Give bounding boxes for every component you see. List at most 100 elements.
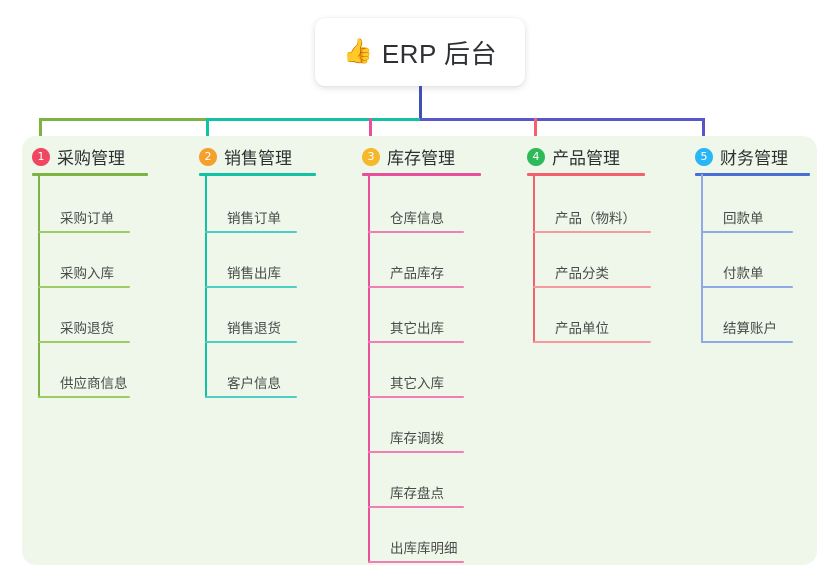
column-header-rule xyxy=(695,173,810,176)
drop-to-column-1 xyxy=(39,118,42,148)
drop-to-column-4 xyxy=(534,118,537,148)
column-title: 产品管理 xyxy=(552,149,620,168)
column-header-4[interactable]: 4 产品管理 xyxy=(527,144,620,169)
column-number-badge: 2 xyxy=(199,147,217,166)
leaf-node[interactable]: 产品库存 xyxy=(368,262,484,288)
leaf-node[interactable]: 回款单 xyxy=(701,207,813,233)
root-title-content: 👍 ERP 后台 xyxy=(343,34,497,71)
leaf-node-rule xyxy=(205,341,297,343)
leaf-node-rule xyxy=(368,231,464,233)
leaf-node-rule xyxy=(205,286,297,288)
leaf-node-label: 产品（物料） xyxy=(555,211,636,226)
leaf-node-label: 出库库明细 xyxy=(390,541,458,556)
drop-to-column-5 xyxy=(702,118,705,148)
leaf-node-rule xyxy=(368,341,464,343)
leaf-node-label: 客户信息 xyxy=(227,376,281,391)
leaf-node-rule xyxy=(38,341,130,343)
leaf-node[interactable]: 客户信息 xyxy=(205,372,317,398)
column-number-badge: 4 xyxy=(527,147,545,166)
leaf-node[interactable]: 仓库信息 xyxy=(368,207,484,233)
leaf-node-label: 其它出库 xyxy=(390,321,444,336)
column-number-badge: 3 xyxy=(362,147,380,166)
leaf-node-label: 结算账户 xyxy=(723,321,777,336)
leaf-node-label: 销售出库 xyxy=(227,266,281,281)
leaf-node[interactable]: 产品单位 xyxy=(533,317,671,343)
leaf-node-label: 回款单 xyxy=(723,211,764,226)
page-title: ERP 后台 xyxy=(381,38,498,69)
drop-to-column-3 xyxy=(369,118,372,148)
leaf-node-label: 其它入库 xyxy=(390,376,444,391)
leaf-node[interactable]: 销售退货 xyxy=(205,317,317,343)
column-number-badge: 1 xyxy=(32,147,50,166)
column-header-5[interactable]: 5 财务管理 xyxy=(695,144,788,169)
leaf-node[interactable]: 其它出库 xyxy=(368,317,484,343)
bus-segment-mid xyxy=(206,118,420,121)
column-header-rule xyxy=(362,173,481,176)
leaf-node-rule xyxy=(368,451,464,453)
mindmap-panel: 1 采购管理采购订单采购入库采购退货供应商信息 2 销售管理销售订单销售出库销售退货客… xyxy=(22,136,817,565)
column-header-3[interactable]: 3 库存管理 xyxy=(362,144,455,169)
leaf-node-label: 采购退货 xyxy=(60,321,114,336)
leaf-node[interactable]: 采购入库 xyxy=(38,262,150,288)
column-title: 销售管理 xyxy=(224,149,292,168)
leaf-node[interactable]: 采购订单 xyxy=(38,207,150,233)
leaf-node[interactable]: 结算账户 xyxy=(701,317,813,343)
leaf-node[interactable]: 产品分类 xyxy=(533,262,671,288)
leaf-node-label: 库存调拨 xyxy=(390,431,444,446)
leaf-node-label: 销售退货 xyxy=(227,321,281,336)
column-header-rule xyxy=(527,173,645,176)
leaf-node-rule xyxy=(368,561,464,563)
leaf-node[interactable]: 销售订单 xyxy=(205,207,317,233)
leaf-node-label: 仓库信息 xyxy=(390,211,444,226)
column-header-rule xyxy=(199,173,316,176)
leaf-node-rule xyxy=(38,286,130,288)
column-title: 财务管理 xyxy=(720,149,788,168)
leaf-node[interactable]: 销售出库 xyxy=(205,262,317,288)
column-header-2[interactable]: 2 销售管理 xyxy=(199,144,292,169)
column-title: 采购管理 xyxy=(57,149,125,168)
leaf-node-rule xyxy=(701,341,793,343)
leaf-node-rule xyxy=(368,506,464,508)
leaf-node-label: 库存盘点 xyxy=(390,486,444,501)
leaf-node[interactable]: 库存盘点 xyxy=(368,482,484,508)
leaf-node-label: 产品分类 xyxy=(555,266,609,281)
bus-segment-right xyxy=(420,118,705,121)
stem-connector xyxy=(419,86,422,121)
column-header-rule xyxy=(32,173,148,176)
column-spine xyxy=(533,174,535,343)
leaf-node-rule xyxy=(205,396,297,398)
leaf-node-label: 付款单 xyxy=(723,266,764,281)
column-title: 库存管理 xyxy=(387,149,455,168)
leaf-node-label: 采购入库 xyxy=(60,266,114,281)
leaf-node[interactable]: 付款单 xyxy=(701,262,813,288)
root-title-card[interactable]: 👍 ERP 后台 xyxy=(315,18,525,86)
leaf-node-label: 采购订单 xyxy=(60,211,114,226)
leaf-node[interactable]: 库存调拨 xyxy=(368,427,484,453)
leaf-node-rule xyxy=(205,231,297,233)
leaf-node-rule xyxy=(533,286,651,288)
leaf-node-rule xyxy=(38,231,130,233)
leaf-node-label: 供应商信息 xyxy=(60,376,128,391)
thumbs-up-icon: 👍 xyxy=(342,38,373,65)
leaf-node[interactable]: 出库库明细 xyxy=(368,537,484,563)
leaf-node-rule xyxy=(701,286,793,288)
leaf-node-rule xyxy=(533,341,651,343)
leaf-node-label: 销售订单 xyxy=(227,211,281,226)
bus-segment-left xyxy=(39,118,206,121)
leaf-node[interactable]: 采购退货 xyxy=(38,317,150,343)
leaf-node[interactable]: 供应商信息 xyxy=(38,372,150,398)
column-spine xyxy=(701,174,703,343)
leaf-node-rule xyxy=(533,231,651,233)
column-spine xyxy=(368,174,370,563)
column-number-badge: 5 xyxy=(695,147,713,166)
leaf-node-label: 产品库存 xyxy=(390,266,444,281)
leaf-node-label: 产品单位 xyxy=(555,321,609,336)
leaf-node[interactable]: 其它入库 xyxy=(368,372,484,398)
drop-to-column-2 xyxy=(206,118,209,148)
leaf-node-rule xyxy=(368,286,464,288)
leaf-node-rule xyxy=(701,231,793,233)
leaf-node-rule xyxy=(38,396,130,398)
leaf-node[interactable]: 产品（物料） xyxy=(533,207,671,233)
column-header-1[interactable]: 1 采购管理 xyxy=(32,144,125,169)
leaf-node-rule xyxy=(368,396,464,398)
